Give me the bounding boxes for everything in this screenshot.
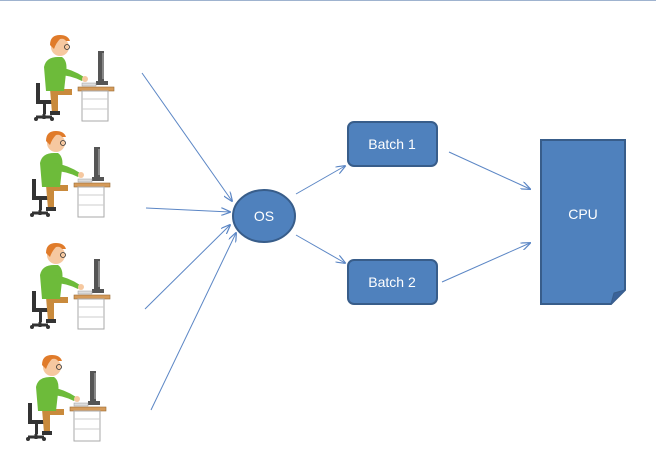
arrow-user1-to-os [141, 72, 232, 201]
os-label: OS [254, 208, 274, 224]
user-1-illustration [32, 33, 116, 123]
user-3-illustration [28, 241, 112, 331]
batch-2-label: Batch 2 [368, 274, 416, 290]
arrow-user3-to-os [144, 225, 230, 310]
cpu-node: CPU [540, 139, 626, 305]
batch-1-node: Batch 1 [347, 121, 438, 167]
batch-2-node: Batch 2 [347, 259, 438, 305]
cpu-label: CPU [568, 206, 598, 222]
arrow-user2-to-os [145, 207, 230, 212]
arrow-user4-to-os [150, 233, 236, 411]
arrow-batch1-to-cpu [448, 151, 530, 189]
arrow-batch2-to-cpu [441, 243, 530, 283]
user-2-illustration [28, 129, 112, 219]
person-at-computer-icon [28, 129, 112, 219]
person-at-computer-icon [28, 241, 112, 331]
arrow-os-to-batch2 [295, 234, 345, 263]
person-at-computer-icon [32, 33, 116, 123]
batch-1-label: Batch 1 [368, 136, 416, 152]
arrow-os-to-batch1 [295, 166, 345, 195]
user-4-illustration [24, 353, 108, 443]
person-at-computer-icon [24, 353, 108, 443]
os-node: OS [232, 189, 296, 243]
